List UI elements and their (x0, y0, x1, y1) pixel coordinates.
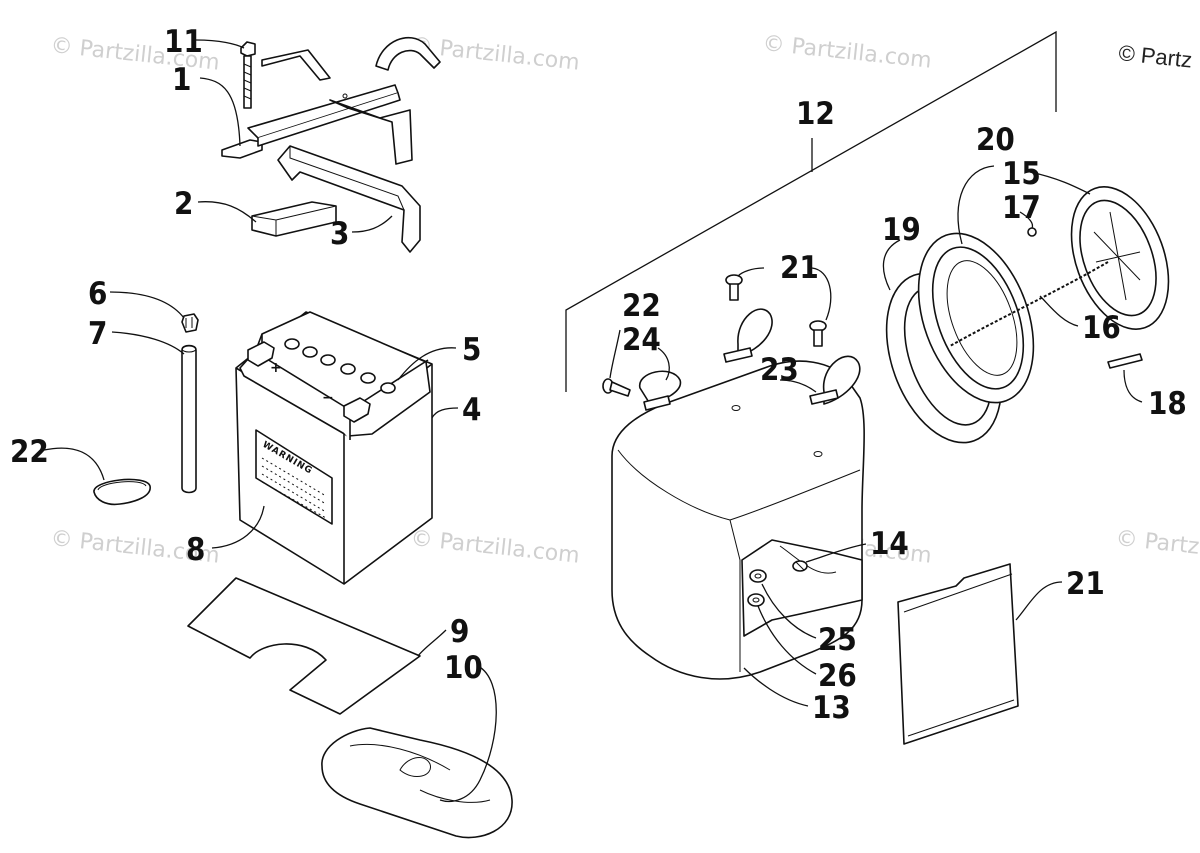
callout-2: 2 (174, 186, 193, 222)
callout-6: 6 (88, 276, 107, 312)
assembly-bracket-12 (565, 30, 1057, 392)
callout-1: 1 (172, 62, 191, 98)
battery-sheet-9 (187, 577, 421, 715)
svg-text:−: − (322, 390, 334, 406)
bolt-11 (240, 41, 256, 109)
callout-20: 20 (976, 122, 1015, 158)
clamp-lower (809, 355, 861, 405)
nut-27 (747, 593, 765, 607)
callout-4: 4 (462, 392, 481, 428)
hold-down-strap-3 (277, 145, 421, 253)
cap-15 (1070, 186, 1170, 330)
callout-23: 23 (760, 352, 799, 388)
callout-19: 19 (882, 212, 921, 248)
callout-10: 10 (444, 650, 483, 686)
svg-text:+: + (270, 360, 282, 376)
battery-bracket-1 (221, 36, 441, 165)
callout-27: 26 (818, 658, 857, 694)
rubber-pad-2 (251, 201, 337, 237)
callout-7: 7 (88, 316, 107, 352)
rivet-17 (1027, 227, 1037, 237)
screw-22-top (725, 274, 743, 301)
screw-14 (792, 560, 808, 572)
callout-14: 14 (870, 526, 909, 562)
callout-15: 15 (1002, 156, 1041, 192)
screw-23 (809, 320, 827, 347)
battery-4: + − WARNING (235, 311, 433, 585)
callout-22-top: 21 (780, 250, 819, 286)
washer-26 (749, 569, 767, 583)
callout-16: 16 (1082, 310, 1121, 346)
chain-16 (949, 261, 1109, 347)
cover-21 (897, 563, 1019, 745)
clip-ring-24 (93, 478, 151, 506)
vent-cap-6 (181, 313, 199, 333)
battery-bag-10 (321, 727, 513, 839)
clamp-upper (723, 308, 773, 363)
callout-13: 13 (812, 690, 851, 726)
watermark-5: © Partzilla.com (409, 526, 580, 569)
watermark-2: © Partzilla.com (409, 33, 580, 76)
copyright-corner: © Partz (1117, 40, 1193, 73)
callout-11: 11 (164, 24, 203, 60)
callout-9: 9 (450, 614, 469, 650)
leader-lines (43, 39, 1143, 803)
clamp-25 (639, 370, 682, 411)
pin-18 (1107, 353, 1143, 369)
watermark-3: © Partzilla.com (761, 31, 932, 74)
callout-5: 5 (462, 332, 481, 368)
callout-21: 21 (1066, 566, 1105, 602)
callout-25: 24 (622, 322, 661, 358)
callout-22-left: 22 (622, 288, 661, 324)
flange-20 (917, 232, 1035, 404)
callout-26: 25 (818, 622, 857, 658)
vent-tube-7 (181, 344, 197, 494)
callouts: 11 1 2 3 6 7 5 4 22 8 9 10 12 20 15 17 1… (10, 24, 1187, 726)
watermark-7: © Partzilla.com (1114, 526, 1200, 569)
callout-17: 17 (1002, 190, 1041, 226)
callout-3: 3 (330, 216, 349, 252)
battery-box-13 (611, 360, 865, 680)
screw-22-left (602, 378, 631, 397)
callout-12: 12 (796, 96, 835, 132)
callout-24: 22 (10, 434, 49, 470)
callout-8: 8 (186, 532, 205, 568)
callout-18: 18 (1148, 386, 1187, 422)
